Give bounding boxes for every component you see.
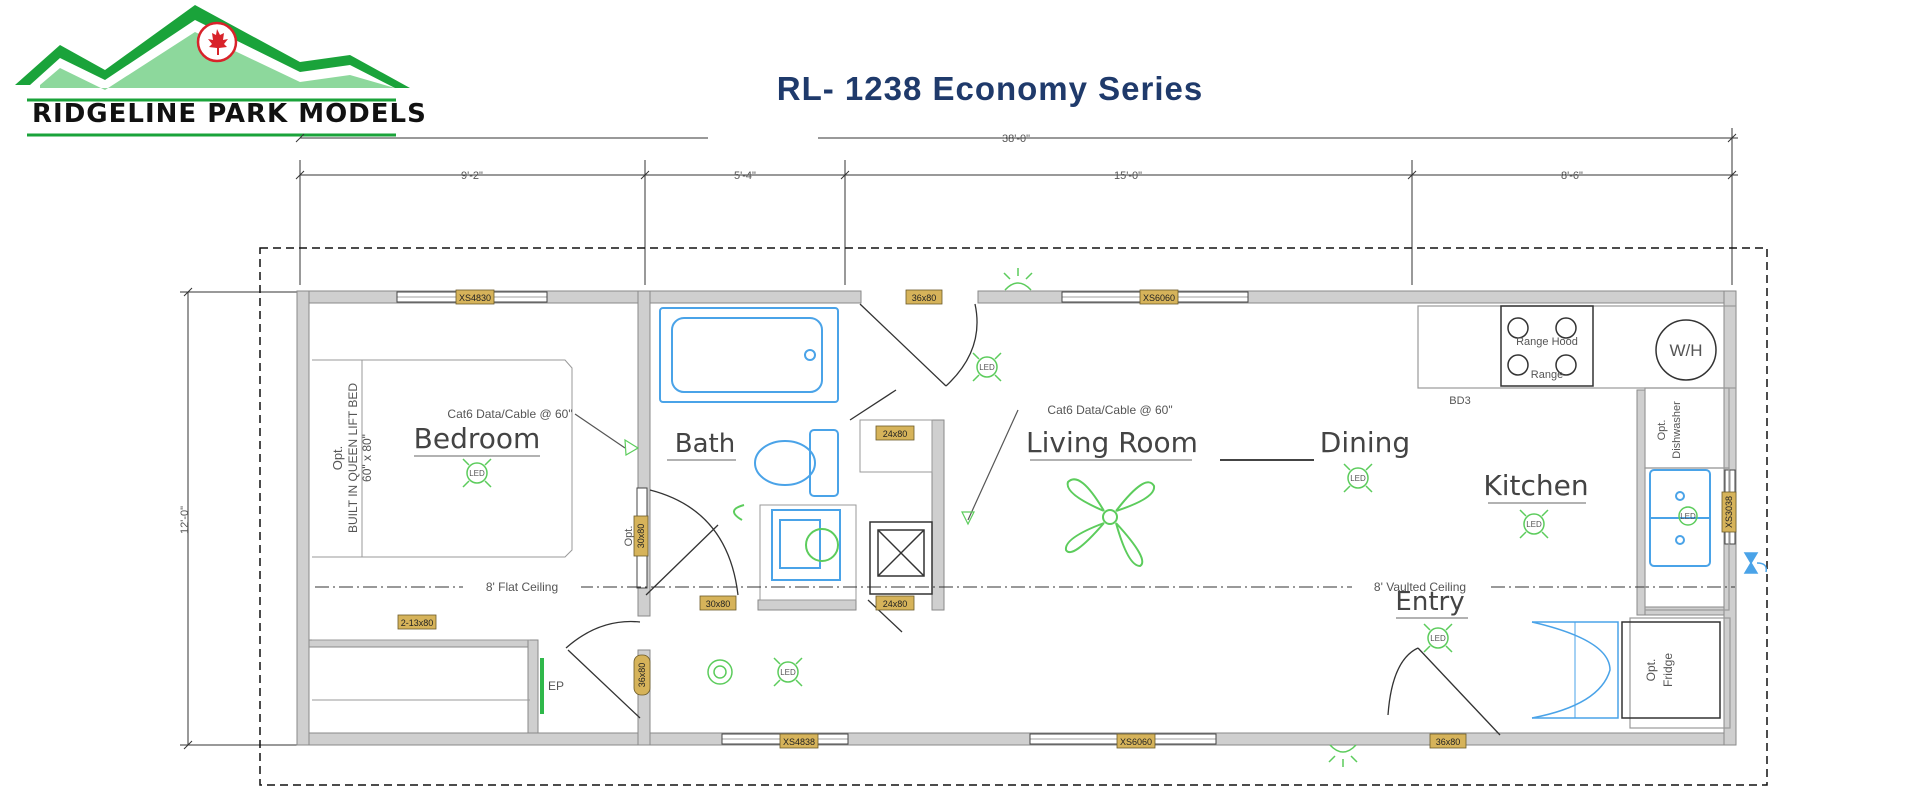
tag-hall-door: 36x80	[637, 663, 647, 688]
bed-opt-label: Opt.	[330, 446, 345, 471]
tag-window-bedroom-top: XS4830	[459, 293, 491, 303]
lot-boundary	[259, 247, 1768, 786]
maple-leaf-icon	[208, 29, 228, 55]
tag-closet-bath: 24x80	[883, 429, 908, 439]
dimension-segment-2: 5'-4"	[734, 170, 756, 182]
doors	[565, 303, 1501, 736]
led-label: LED	[1526, 520, 1542, 529]
ceiling-fan-icon	[1064, 478, 1156, 568]
tag-closet-bath-2: 24x80	[883, 599, 908, 609]
brand-logo: RIDGELINE PARK MODELS	[15, 5, 427, 137]
room-label-dining: Dining	[1320, 426, 1410, 459]
electrical-panel	[540, 658, 544, 714]
flat-ceiling-note: 8' Flat Ceiling	[486, 580, 558, 594]
overall-dimension: 38'-0"	[1002, 133, 1030, 145]
led-label: LED	[1680, 512, 1696, 521]
toilet	[754, 429, 839, 497]
led-lights	[462, 352, 1698, 687]
tag-door-bottom: 36x80	[1436, 737, 1461, 747]
sink-vanity	[771, 509, 841, 581]
dishwasher-label: Dishwasher	[1671, 401, 1683, 459]
water-hookup-icon	[1743, 552, 1768, 574]
walls	[296, 290, 1737, 746]
dimension-lines	[180, 128, 1738, 750]
dimension-segment-1: 9'-2"	[461, 170, 483, 182]
exterior-lights	[1003, 268, 1358, 767]
fridge-opt-label: Opt.	[1644, 659, 1658, 682]
brand-name: RIDGELINE PARK MODELS	[32, 99, 427, 129]
led-label: LED	[469, 469, 485, 478]
closet-opt-label: Opt.	[623, 526, 635, 547]
page-title: RL- 1238 Economy Series	[777, 70, 1204, 107]
cat6-note-living: Cat6 Data/Cable @ 60"	[1047, 403, 1172, 417]
kitchen-counter	[1417, 305, 1737, 729]
dimension-segment-3: 15'-0"	[1114, 170, 1142, 182]
tag-window-bottom-living: XS6060	[1120, 737, 1152, 747]
bed-size: 60" x 80"	[360, 434, 374, 482]
tag-window-kitchen: XS3038	[1724, 496, 1734, 528]
range-label: Range	[1531, 369, 1563, 381]
room-label-entry: Entry	[1395, 587, 1464, 617]
led-label: LED	[979, 363, 995, 372]
bathtub	[659, 307, 839, 403]
tag-bath-door: 30x80	[706, 599, 731, 609]
size-tags	[397, 289, 1737, 749]
depth-dimension: 12'-0"	[179, 506, 191, 534]
range-hood-label: Range Hood	[1516, 336, 1578, 348]
room-label-living: Living Room	[1026, 426, 1198, 459]
led-label: LED	[1430, 634, 1446, 643]
fridge-label: Fridge	[1661, 653, 1675, 687]
lift-bed	[312, 359, 573, 701]
water-heater-label: W/H	[1669, 341, 1702, 360]
windows	[396, 291, 1736, 745]
electrical-panel-label: EP	[548, 679, 564, 693]
fridge	[1531, 621, 1721, 719]
tag-door-top: 36x80	[912, 293, 937, 303]
led-label: LED	[1350, 474, 1366, 483]
tag-bed-wardrobe: 2-13x80	[401, 618, 434, 628]
cat6-note-bedroom: Cat6 Data/Cable @ 60"	[447, 407, 572, 421]
water-heater	[1655, 319, 1717, 381]
tag-window-living-top: XS6060	[1143, 293, 1175, 303]
room-label-kitchen: Kitchen	[1483, 469, 1588, 502]
range	[1500, 305, 1594, 387]
stacked-appliance	[869, 521, 933, 595]
vaulted-ceiling-note: 8' Vaulted Ceiling	[1374, 580, 1466, 594]
tag-closet-bed: 30x80	[636, 524, 646, 549]
dimension-segment-4: 8'-6"	[1561, 170, 1583, 182]
bed-description: BUILT IN QUEEN LIFT BED	[346, 383, 360, 533]
bd3-label: BD3	[1449, 395, 1470, 407]
dishwasher-opt-label: Opt.	[1656, 420, 1668, 441]
kitchen-sink	[1649, 469, 1711, 567]
room-label-bath: Bath	[675, 429, 735, 459]
led-label: LED	[780, 668, 796, 677]
tag-window-bottom-bedroom: XS4838	[783, 737, 815, 747]
room-label-bedroom: Bedroom	[414, 422, 541, 455]
